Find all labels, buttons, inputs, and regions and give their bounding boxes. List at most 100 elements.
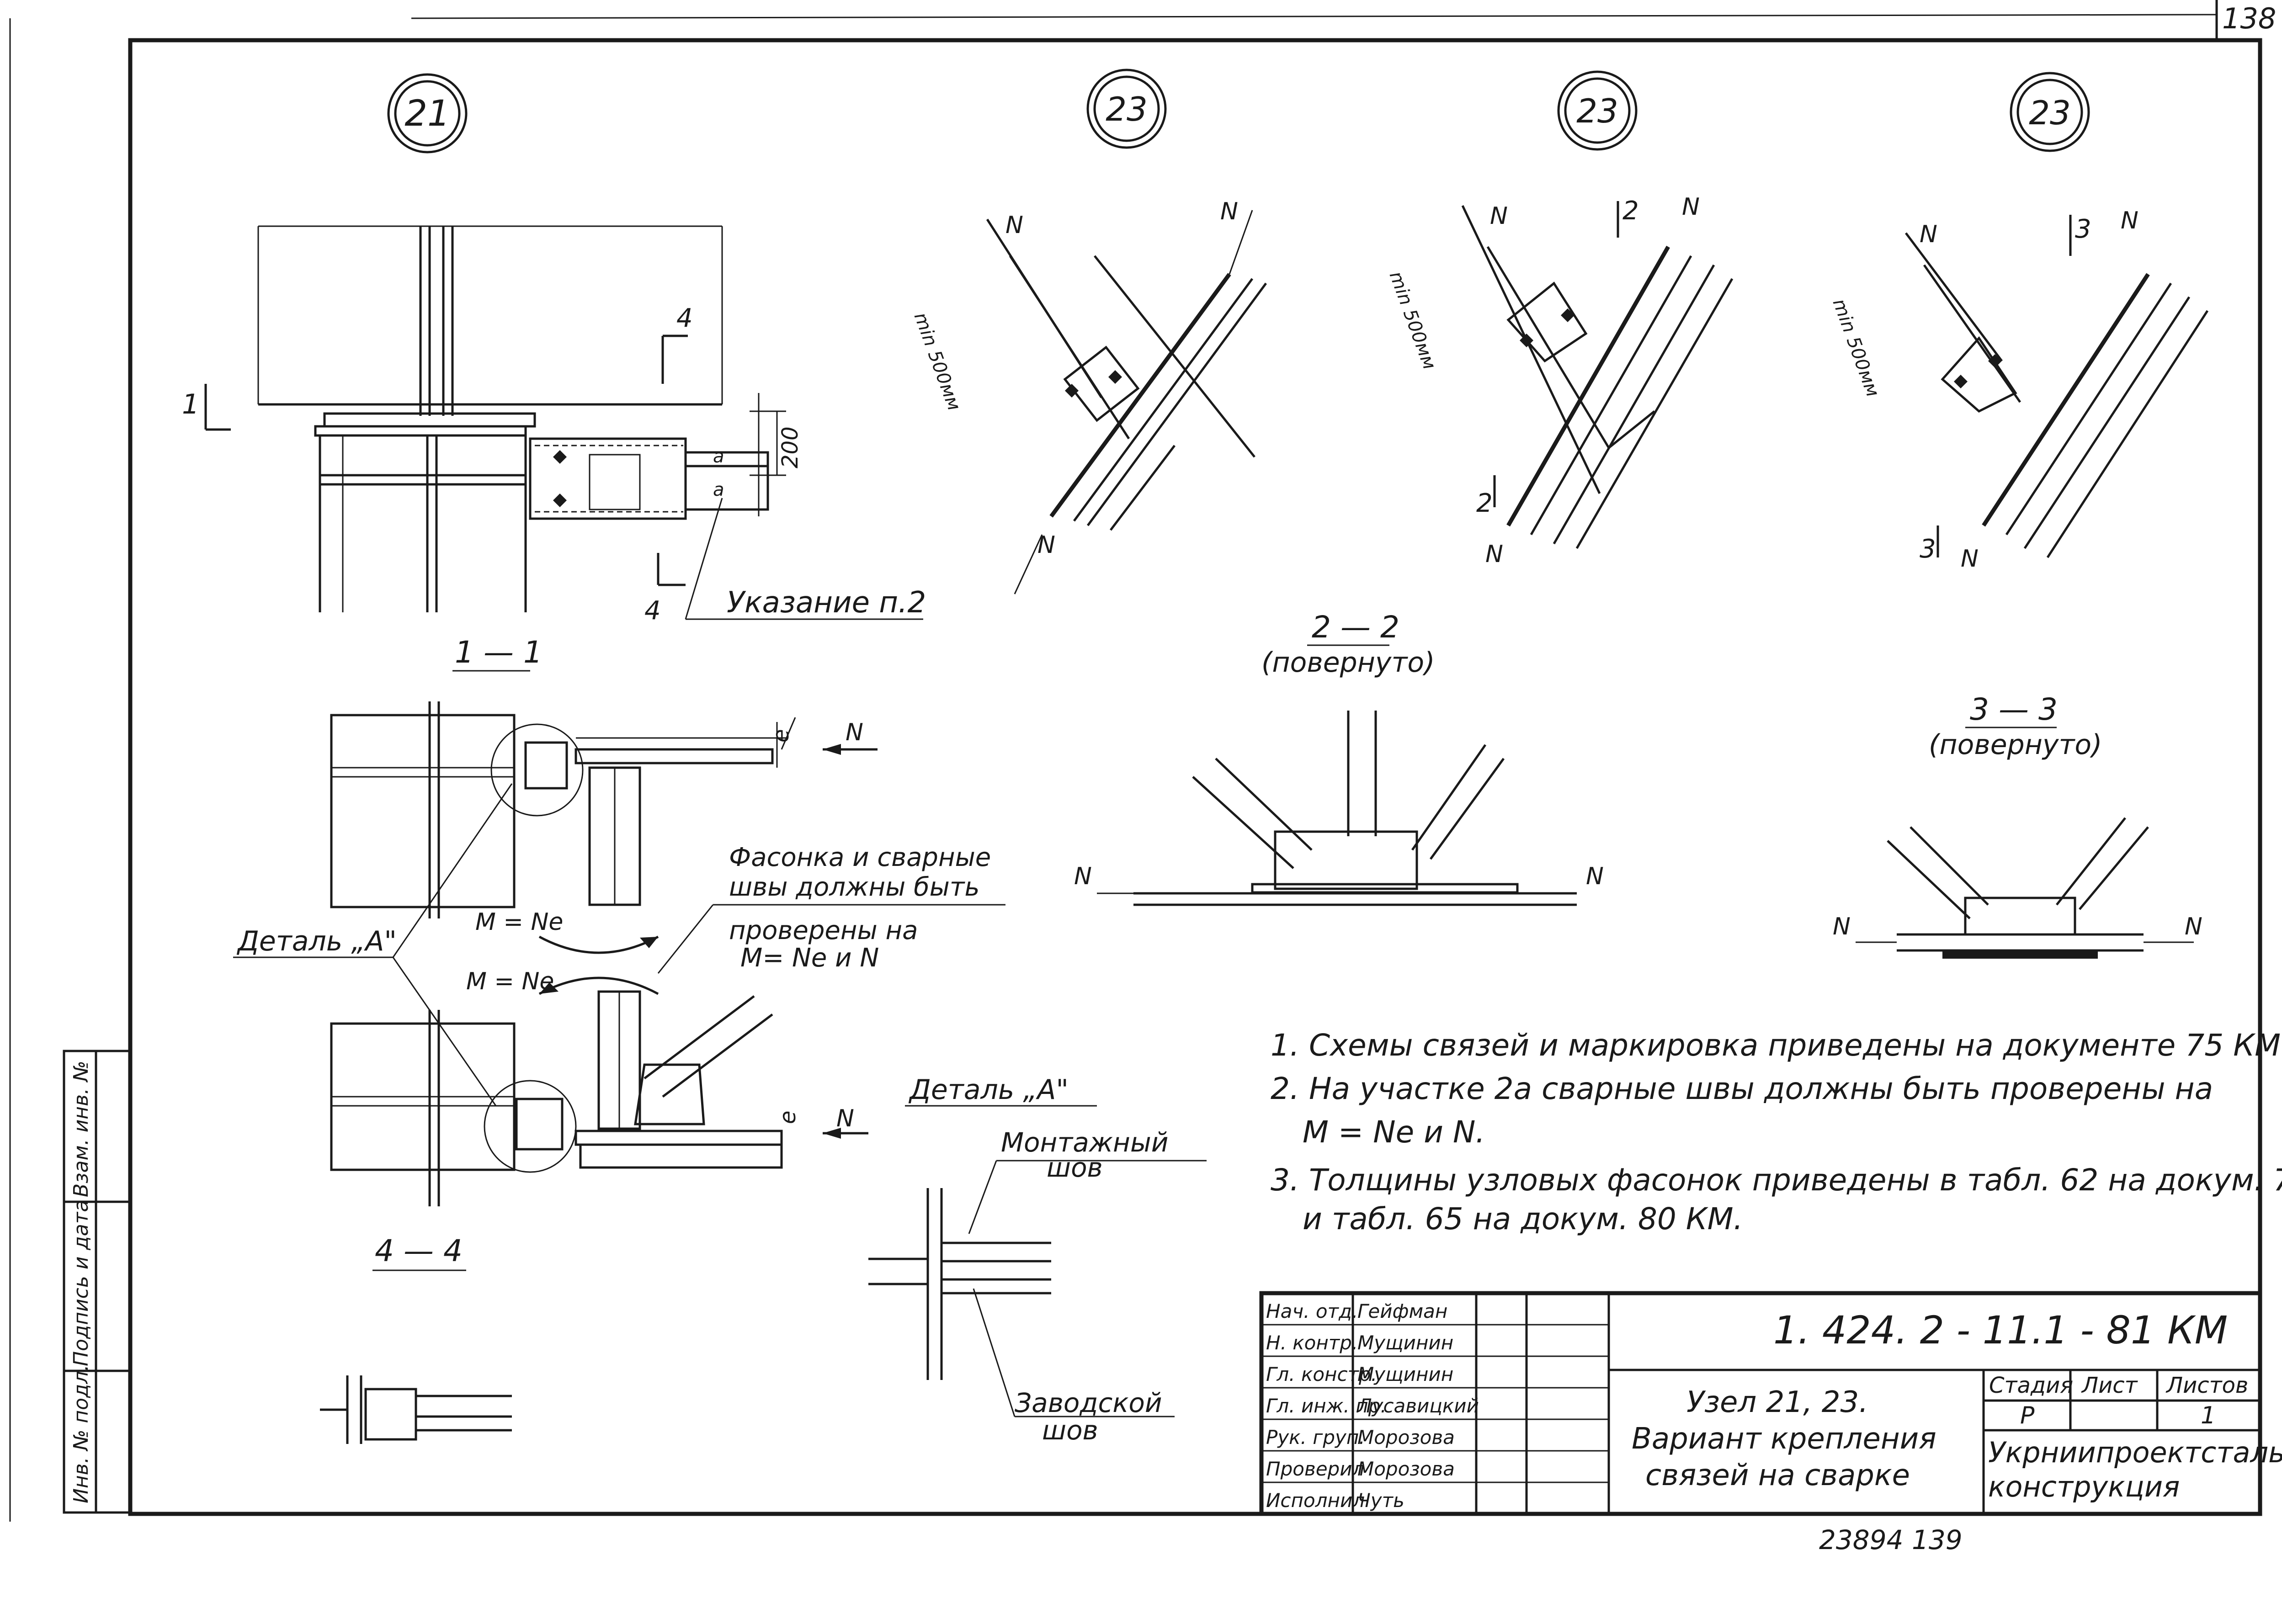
- hdr-sheet: Лист: [2081, 1373, 2138, 1398]
- node-23-view-c: N N N 3 3 min 500мм: [1829, 207, 2209, 573]
- dim-a-1: a: [713, 446, 724, 467]
- n-label-33-left: N: [1833, 913, 1851, 940]
- section-3-3-label: 3 — 3: [1970, 692, 2058, 727]
- n-label-23b-2: N: [1682, 193, 1700, 221]
- note-ukazanie: Указание п.2: [727, 586, 926, 620]
- n-label-23c-3: N: [1961, 545, 1979, 573]
- check-note-line-4: M= Ne и N: [740, 943, 879, 973]
- detail-a-view: Деталь „А" Монтажный шов Заводской шов: [868, 1074, 1207, 1446]
- e-label-bottom: e: [775, 1110, 801, 1124]
- section-1-1-label: 1 — 1: [455, 635, 543, 670]
- title-line-3: связей на сварке: [1645, 1459, 1910, 1492]
- org-line-2: конструкция: [1988, 1470, 2180, 1503]
- stamp-role-5: Проверил: [1266, 1458, 1364, 1480]
- section-3-3-sub: (повернуто): [1929, 729, 2102, 761]
- top-edge-line: [411, 14, 2217, 19]
- hdr-sheets: Листов: [2165, 1373, 2248, 1398]
- n-label-23a-1: N: [1005, 212, 1023, 239]
- factory-seam-line-1: Заводской: [1015, 1387, 1162, 1418]
- check-note-line-3: проверены на: [729, 916, 918, 945]
- min500-23c: min 500мм: [1829, 296, 1883, 400]
- stage-value: Р: [2020, 1402, 2035, 1429]
- stamp-role-3: Гл. инж. пр.: [1266, 1395, 1387, 1417]
- n-label-22-left: N: [1074, 863, 1092, 890]
- doc-code: 1. 424. 2 - 11.1 - 81 КМ: [1773, 1308, 2228, 1353]
- title-block: 1. 424. 2 - 11.1 - 81 КМ Узел 21, 23. Ва…: [1259, 1291, 2282, 1516]
- detail-a-circle-bottom: [484, 1080, 577, 1173]
- moment-label-2: M = Ne: [466, 968, 554, 995]
- archive-number: 23894 139: [1819, 1524, 1963, 1555]
- note-3: 3. Толщины узловых фасонок приведены в т…: [1271, 1162, 2282, 1198]
- stamp-name-3: Лусавицкий: [1356, 1395, 1479, 1417]
- node-label: 23: [1106, 90, 1148, 128]
- node-23-view-a: N N N min 500мм: [910, 198, 1267, 594]
- stamp-role-1: Н. контр.: [1266, 1332, 1358, 1354]
- title-line-2: Вариант крепления: [1632, 1422, 1936, 1456]
- factory-seam-line-2: шов: [1042, 1415, 1098, 1446]
- title-line-1: Узел 21, 23.: [1686, 1385, 1868, 1419]
- note-2-cont: M = Ne и N.: [1303, 1115, 1485, 1150]
- node-label: 23: [2029, 94, 2071, 132]
- dim-a-2: a: [713, 479, 724, 500]
- section-2-2-sub: (повернуто): [1261, 647, 1435, 679]
- n-label-bottom: N: [836, 1105, 854, 1132]
- view-1-1: 200 a a 1 4 4 Указание п.2 1 — 1: [182, 225, 926, 672]
- section-2-2-label: 2 — 2: [1312, 610, 1399, 645]
- moment-label-1: M = Ne: [475, 908, 563, 936]
- detail-a-label-1: Деталь „А": [236, 925, 397, 957]
- hdr-stage: Стадия: [1989, 1373, 2073, 1398]
- cut-mark-2-bot: 2: [1476, 488, 1493, 518]
- org-line-1: Укрниипроектсталь-: [1988, 1436, 2282, 1469]
- n-label-23c-2: N: [2121, 207, 2138, 234]
- stamp-name-6: Чуть: [1357, 1489, 1404, 1512]
- section-3-3: 3 — 3 (повернуто) N N: [1833, 692, 2202, 959]
- detail-a-label-2: Деталь „А": [908, 1074, 1069, 1106]
- side-stamp-replace: Взам. инв. №: [69, 1061, 93, 1197]
- note-2: 2. На участке 2а сварные швы должны быть…: [1271, 1071, 2213, 1106]
- check-note-line-2: швы должны быть: [729, 872, 980, 902]
- sheet-frame: [128, 38, 2262, 1516]
- moment-annotations: M = Ne M = Ne Деталь „А" Фасонка и сварн…: [233, 783, 1005, 1106]
- min500-23b: min 500мм: [1385, 269, 1440, 372]
- sheet-number: 138: [2222, 2, 2276, 35]
- stamp-name-0: Гейфман: [1357, 1300, 1447, 1322]
- side-stamp-sign: Подпись и дата: [69, 1200, 93, 1366]
- stamp-name-5: Морозова: [1357, 1458, 1455, 1480]
- stamp-role-0: Нач. отд.: [1266, 1300, 1358, 1322]
- n-label-23a-3: N: [1037, 531, 1055, 559]
- section-2-2: 2 — 2 (повернуто) N N: [1074, 610, 1604, 906]
- view-4-4-bottom: e N 4 — 4: [330, 990, 868, 1271]
- small-profile-detail: [320, 1375, 512, 1444]
- section-4-4-label: 4 — 4: [375, 1233, 463, 1268]
- n-label-top: N: [846, 719, 863, 746]
- n-label-23b-1: N: [1490, 202, 1508, 230]
- sheets-value: 1: [2201, 1402, 2216, 1429]
- n-label-33-right: N: [2185, 913, 2202, 940]
- n-label-23a-2: N: [1220, 198, 1238, 225]
- n-label-23c-1: N: [1920, 221, 1937, 248]
- stamp-name-4: Морозова: [1357, 1426, 1455, 1449]
- view-4-4-top: e N: [330, 701, 878, 918]
- general-notes: 1. Схемы связей и маркировка приведены н…: [1271, 1028, 2282, 1237]
- n-label-23b-3: N: [1485, 541, 1503, 568]
- stamp-name-2: Мущинин: [1357, 1363, 1453, 1385]
- cut-mark-2-top: 2: [1622, 196, 1639, 226]
- note-1: 1. Схемы связей и маркировка приведены н…: [1271, 1028, 2282, 1063]
- e-label-top: e: [768, 729, 794, 743]
- check-note-line-1: Фасонка и сварные: [729, 843, 991, 872]
- node-marker-23a: 23: [1086, 69, 1167, 149]
- node-label: 23: [1576, 92, 1618, 130]
- stamp-role-4: Рук. груп.: [1266, 1426, 1365, 1449]
- detail-a-circle-top: [490, 723, 584, 817]
- n-label-22-right: N: [1586, 863, 1604, 890]
- side-stamp: Инв. № подл. Подпись и дата Взам. инв. №: [63, 1050, 132, 1514]
- node-marker-23c: 23: [2010, 72, 2090, 152]
- node-marker-21: 21: [387, 73, 468, 154]
- cut-mark-4-bot: 4: [644, 596, 661, 626]
- stamp-role-2: Гл. констр.: [1266, 1363, 1377, 1385]
- cut-mark-4-top: 4: [676, 303, 693, 333]
- note-3-cont: и табл. 65 на докум. 80 КМ.: [1303, 1201, 1743, 1237]
- cut-mark-3-top: 3: [2075, 214, 2091, 244]
- stamp-role-6: Исполнил: [1266, 1489, 1365, 1512]
